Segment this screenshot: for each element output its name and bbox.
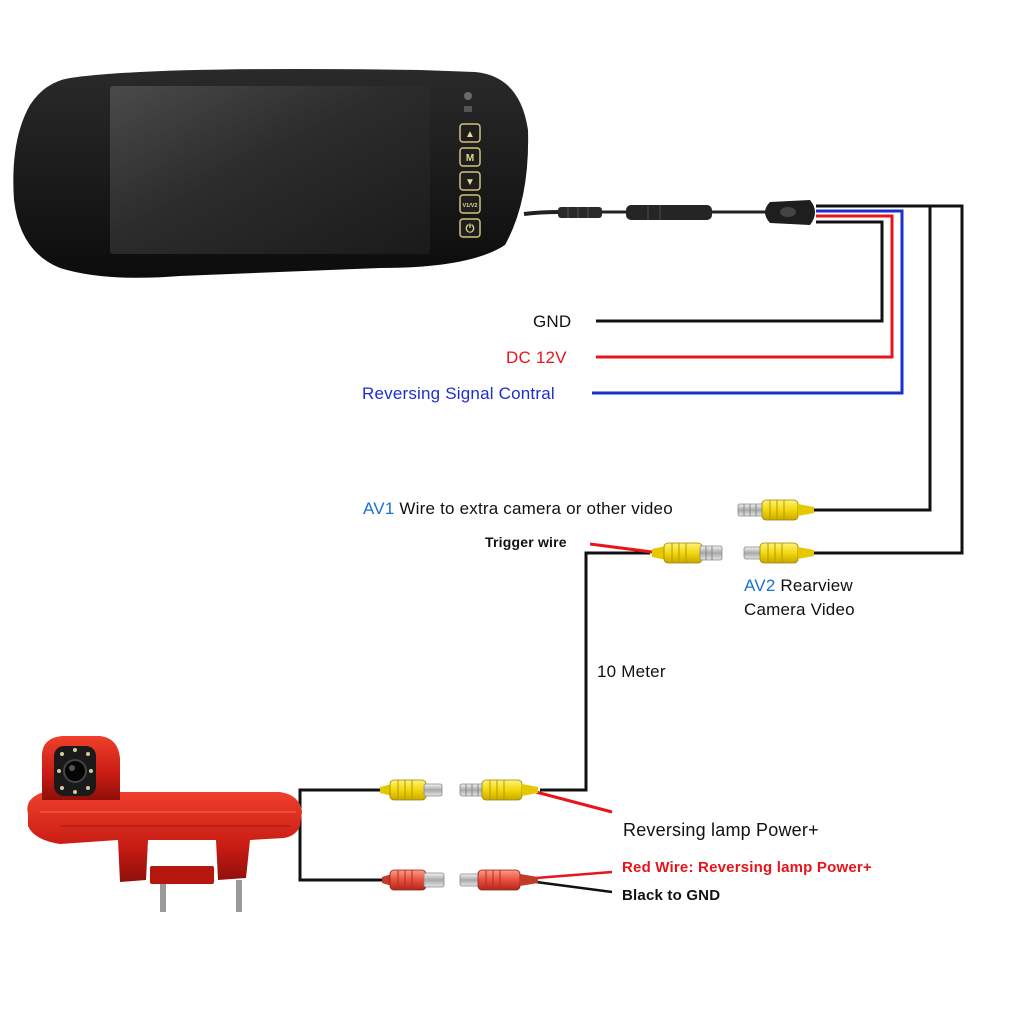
mirror-monitor [13, 69, 529, 278]
rear-camera-brake-light [27, 736, 302, 912]
reversing-lamp-power-label: Reversing lamp Power+ [623, 820, 819, 840]
power-indicator-icon [464, 92, 472, 100]
dc12v-label: DC 12V [506, 348, 567, 367]
av2-description-line1: Rearview [780, 576, 853, 595]
extension-cable [540, 551, 650, 792]
camera-power-wire [298, 835, 384, 882]
trigger-wire [589, 542, 653, 554]
av2-label: AV2 Rearview Camera Video [744, 574, 855, 622]
power-icon: ⏻ [466, 222, 475, 235]
av1-label: AV1 Wire to extra camera or other video [363, 499, 673, 519]
black-gnd-lead [535, 880, 613, 894]
red-power-lead [535, 870, 613, 880]
av2-description-line2: Camera Video [744, 600, 855, 619]
gnd-label: GND [533, 312, 572, 331]
camera-dc-connector [382, 869, 445, 891]
av2-tag: AV2 [744, 576, 776, 595]
monitor-button-v1v2-label: V1/V2 [463, 203, 478, 209]
monitor-screen [110, 86, 430, 254]
monitor-button-menu[interactable]: M [459, 147, 481, 167]
camera-video-wire [298, 788, 380, 835]
av2-rca-connector [743, 542, 814, 564]
monitor-button-up[interactable]: ▲ [459, 123, 481, 143]
trigger-wire-label: Trigger wire [485, 534, 567, 550]
monitor-button-v1v2[interactable]: V1/V2 [459, 194, 481, 214]
monitor-button-down[interactable]: ▼ [459, 171, 481, 191]
cable-length-label: 10 Meter [597, 662, 666, 681]
monitor-button-power[interactable]: ⏻ [459, 218, 481, 238]
av1-description: Wire to extra camera or other video [399, 499, 673, 518]
monitor-button-down-label: ▼ [465, 177, 475, 188]
av1-tag: AV1 [363, 499, 395, 518]
monitor-button-panel: ▲ M ▼ V1/V2 ⏻ [459, 123, 481, 238]
wires [298, 204, 964, 894]
reversing-signal-wire [592, 209, 904, 395]
dc12v-wire [596, 214, 894, 359]
4pin-connector [626, 205, 712, 220]
monitor-button-menu-label: M [466, 153, 474, 164]
av1-wire [812, 204, 932, 512]
lamp-power-lead [535, 790, 613, 814]
extension-rca-plug-bottom [459, 779, 538, 801]
gnd-wire [596, 220, 884, 323]
red-wire-label: Red Wire: Reversing lamp Power+ [622, 859, 872, 876]
power-dc-connector [459, 869, 538, 891]
av1-rca-connector [737, 499, 814, 521]
monitor-cable [523, 200, 815, 225]
black-gnd-label: Black to GND [622, 887, 721, 904]
av2-wire [812, 204, 964, 555]
monitor-button-up-label: ▲ [465, 129, 475, 140]
camera-lens [63, 759, 87, 783]
reversing-signal-label: Reversing Signal Contral [362, 384, 555, 403]
camera-rca-connector [380, 779, 443, 801]
extension-rca-plug-top [652, 542, 723, 564]
